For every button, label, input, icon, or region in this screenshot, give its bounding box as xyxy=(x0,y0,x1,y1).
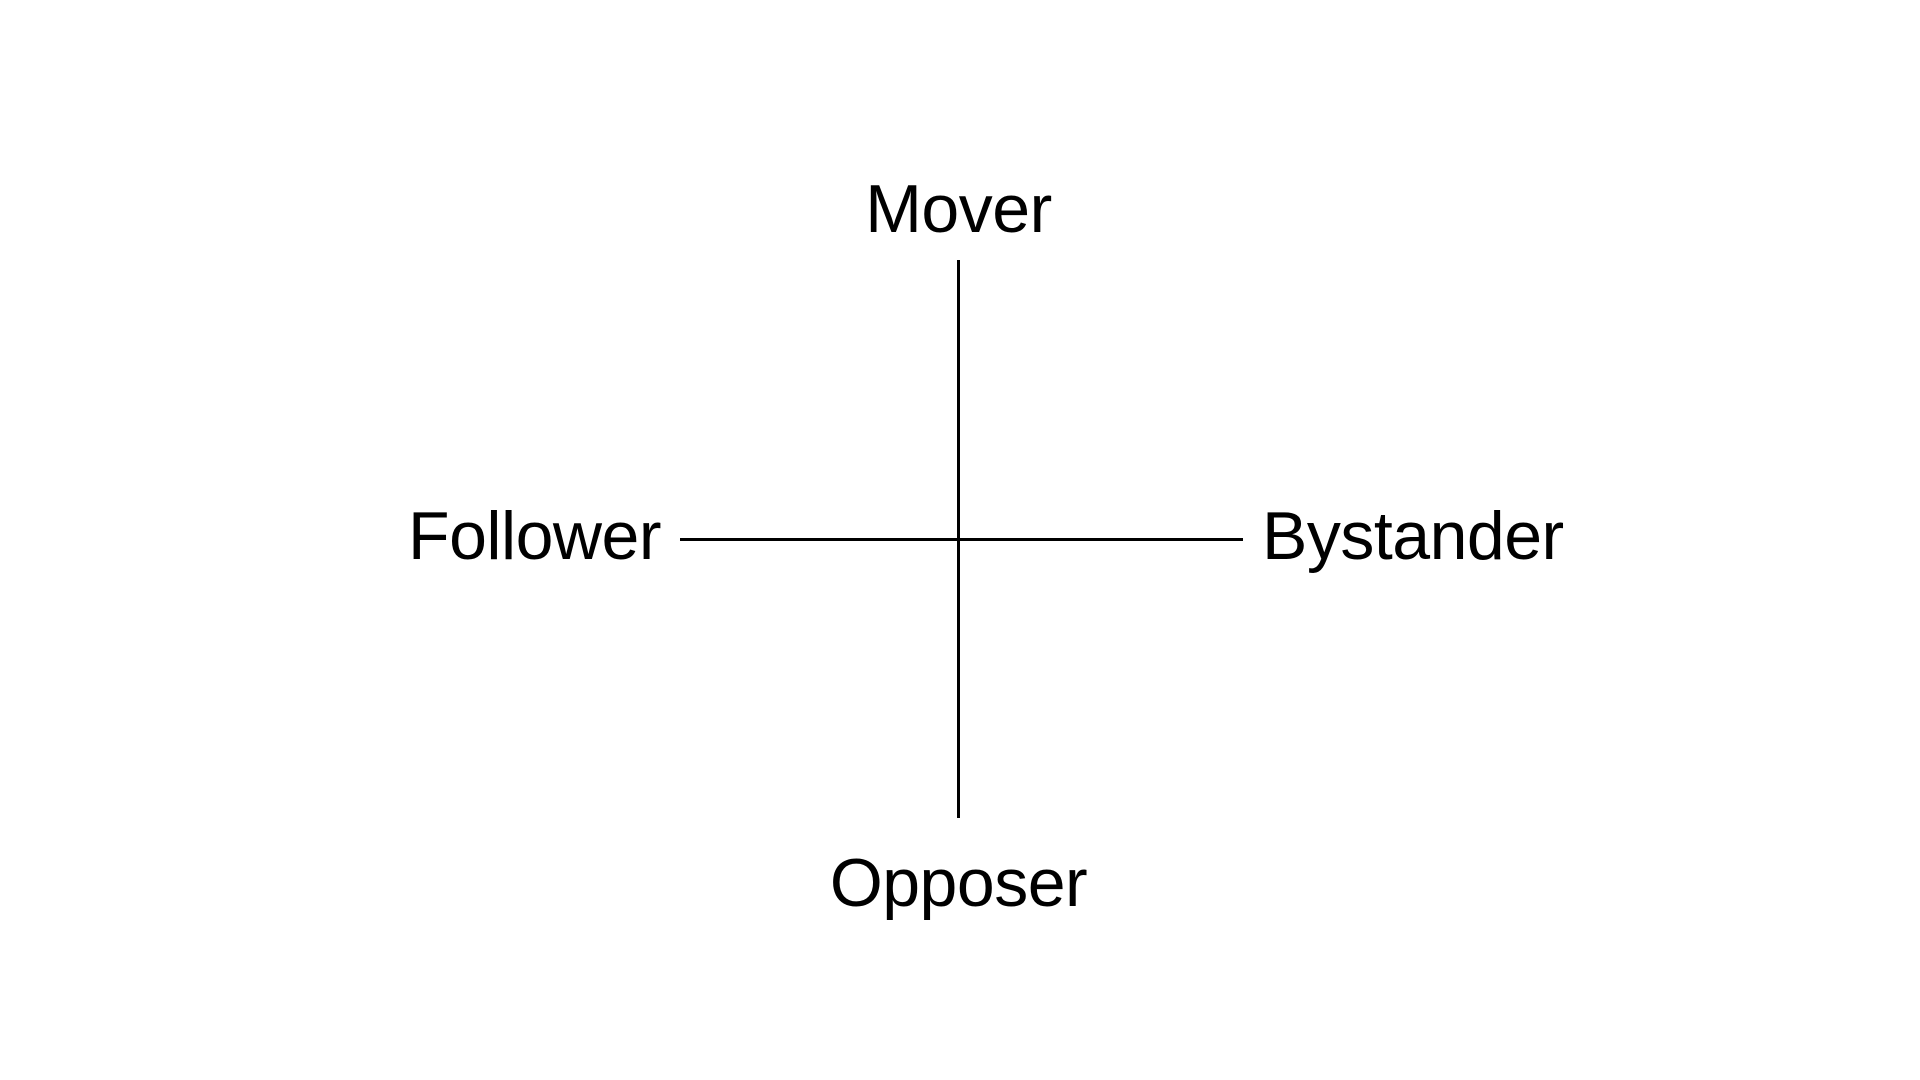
pole-label-follower: Follower xyxy=(408,498,661,574)
pole-label-bystander: Bystander xyxy=(1262,498,1564,574)
pole-label-opposer: Opposer xyxy=(829,845,1088,921)
horizontal-axis-line xyxy=(680,538,1243,541)
pole-label-mover: Mover xyxy=(865,171,1052,247)
